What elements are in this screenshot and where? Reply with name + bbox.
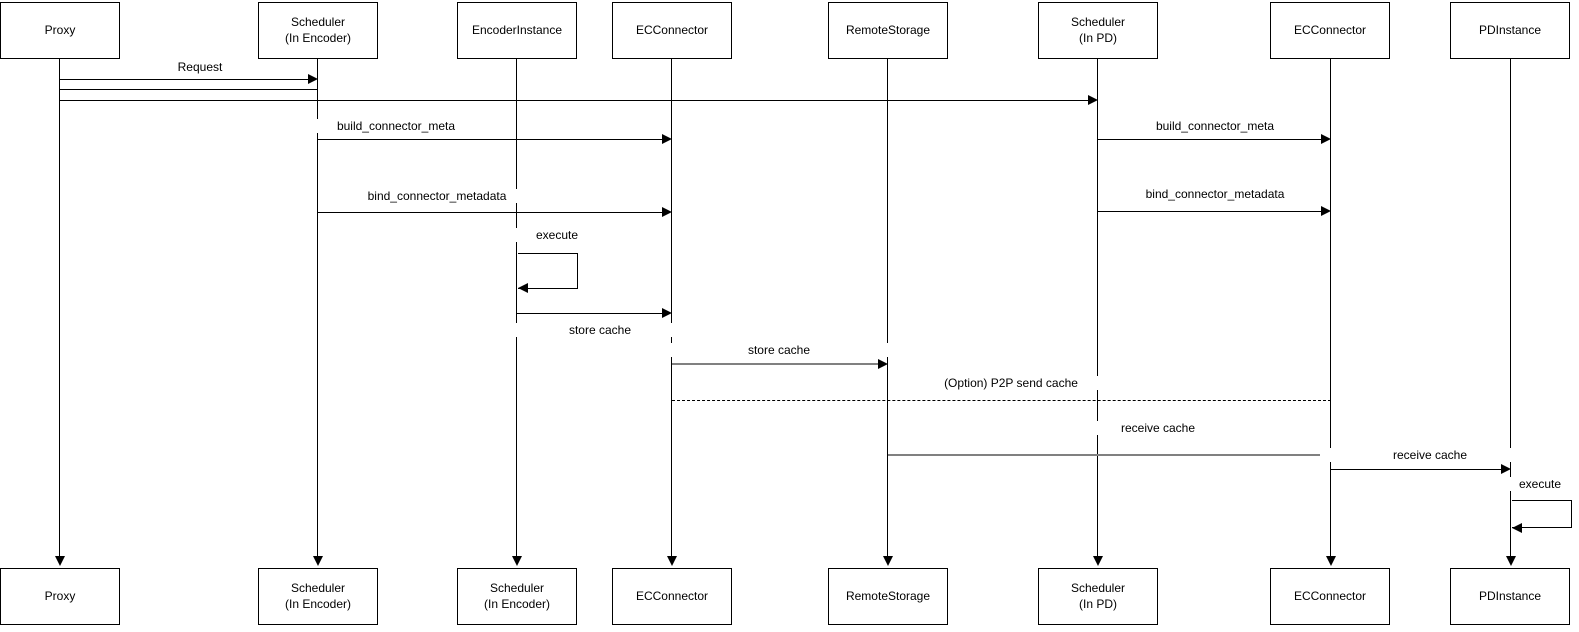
- lifeline-end-arrow-icon: [1506, 556, 1516, 566]
- message-bind-connector-metadata-pd-label: bind_connector_metadata: [1105, 187, 1325, 201]
- participant-label: ECConnector: [1293, 588, 1367, 603]
- participant-label: Proxy: [44, 22, 76, 37]
- message-bind-connector-metadata-enc-arrow: [318, 212, 662, 213]
- lifeline-end-arrow-icon: [313, 556, 323, 566]
- arrowhead-icon: [878, 359, 888, 369]
- participant-remotestorage-bottom: RemoteStorage: [828, 568, 948, 625]
- participant-scheduler-pd-bottom: Scheduler (In PD): [1038, 568, 1158, 625]
- message-bind-connector-metadata-enc-label: bind_connector_metadata: [327, 189, 547, 203]
- message-build-connector-meta-enc-arrow: [318, 139, 662, 140]
- lifeline-end-arrow-icon: [1326, 556, 1336, 566]
- participant-encoderinstance-top: EncoderInstance: [457, 2, 577, 59]
- lifeline-remotestorage: [887, 59, 888, 556]
- participant-scheduler-encoder-top: Scheduler (In Encoder): [258, 2, 378, 59]
- message-request-arrow: [60, 79, 308, 80]
- arrowhead-icon: [1321, 206, 1331, 216]
- arrowhead-icon: [1501, 464, 1511, 474]
- arrowhead-icon: [662, 134, 672, 144]
- message-execute-pd-label: execute: [1500, 477, 1579, 491]
- participant-ecconnector-pd-top: ECConnector: [1270, 2, 1390, 59]
- participant-proxy-bottom: Proxy: [0, 568, 120, 625]
- message-bind-connector-metadata-pd-arrow: [1098, 211, 1321, 212]
- arrowhead-icon: [308, 74, 318, 84]
- participant-label: PDInstance: [1478, 22, 1542, 37]
- message-build-connector-meta-pd-label: build_connector_meta: [1105, 119, 1325, 133]
- participant-scheduler-encoder-bottom: Scheduler (In Encoder): [258, 568, 378, 625]
- participant-ecconnector-enc-top: ECConnector: [612, 2, 732, 59]
- message-receive-cache-1-label: receive cache: [1048, 421, 1268, 435]
- lifeline-encoderinstance: [516, 59, 517, 556]
- lifeline-end-arrow-icon: [512, 556, 522, 566]
- participant-label: Scheduler (In PD): [1070, 580, 1126, 611]
- message-execute-enc-self-loop: [518, 253, 578, 289]
- participant-label: ECConnector: [635, 588, 709, 603]
- message-p2p-send-cache-label: (Option) P2P send cache: [901, 376, 1121, 390]
- lifeline-ecconnector-enc: [671, 59, 672, 556]
- arrowhead-icon: [662, 308, 672, 318]
- message-request-label: Request: [90, 60, 310, 74]
- message-unlabeled-short-line: [60, 89, 318, 90]
- participant-scheduler-encoder2-bottom: Scheduler (In Encoder): [457, 568, 577, 625]
- participant-label: RemoteStorage: [845, 588, 931, 603]
- participant-label: PDInstance: [1478, 588, 1542, 603]
- message-execute-pd-self-loop: [1512, 500, 1572, 528]
- participant-label: ECConnector: [1293, 22, 1367, 37]
- message-receive-cache-1-arrow: [888, 454, 1321, 456]
- lifeline-proxy: [59, 59, 60, 556]
- participant-ecconnector-pd-bottom: ECConnector: [1270, 568, 1390, 625]
- participant-label: Scheduler (In Encoder): [284, 580, 352, 611]
- participant-label: Scheduler (In Encoder): [284, 14, 352, 45]
- participant-label: Scheduler (In Encoder): [483, 580, 551, 611]
- message-receive-cache-2-arrow: [1331, 469, 1501, 470]
- lifeline-end-arrow-icon: [667, 556, 677, 566]
- message-store-cache-2-label: store cache: [669, 343, 889, 357]
- arrowhead-icon: [1321, 134, 1331, 144]
- participant-ecconnector-enc-bottom: ECConnector: [612, 568, 732, 625]
- participant-label: Proxy: [44, 588, 76, 603]
- message-build-connector-meta-pd-arrow: [1098, 139, 1321, 140]
- lifeline-pdinstance: [1510, 59, 1511, 556]
- arrowhead-icon: [662, 207, 672, 217]
- lifeline-end-arrow-icon: [883, 556, 893, 566]
- message-build-connector-meta-enc-label: build_connector_meta: [286, 119, 506, 133]
- arrowhead-icon: [518, 283, 528, 293]
- participant-remotestorage-top: RemoteStorage: [828, 2, 948, 59]
- lifeline-scheduler-pd: [1097, 59, 1098, 556]
- arrowhead-icon: [1088, 95, 1098, 105]
- message-unlabeled-long-arrow: [60, 100, 1088, 101]
- message-execute-enc-label: execute: [447, 228, 667, 242]
- message-store-cache-1-arrow: [517, 313, 662, 314]
- lifeline-end-arrow-icon: [1093, 556, 1103, 566]
- participant-label: ECConnector: [635, 22, 709, 37]
- message-store-cache-2-arrow: [672, 363, 878, 365]
- participant-scheduler-pd-top: Scheduler (In PD): [1038, 2, 1158, 59]
- message-p2p-send-cache-line: [672, 400, 1331, 401]
- lifeline-scheduler-encoder: [317, 59, 318, 556]
- lifeline-ecconnector-pd: [1330, 59, 1331, 556]
- participant-proxy-top: Proxy: [0, 2, 120, 59]
- arrowhead-icon: [1512, 523, 1522, 533]
- lifeline-end-arrow-icon: [55, 556, 65, 566]
- participant-label: EncoderInstance: [471, 22, 563, 37]
- participant-label: Scheduler (In PD): [1070, 14, 1126, 45]
- message-receive-cache-2-label: receive cache: [1320, 448, 1540, 462]
- participant-pdinstance-top: PDInstance: [1450, 2, 1570, 59]
- participant-label: RemoteStorage: [845, 22, 931, 37]
- message-store-cache-1-label: store cache: [490, 323, 710, 337]
- participant-pdinstance-bottom: PDInstance: [1450, 568, 1570, 625]
